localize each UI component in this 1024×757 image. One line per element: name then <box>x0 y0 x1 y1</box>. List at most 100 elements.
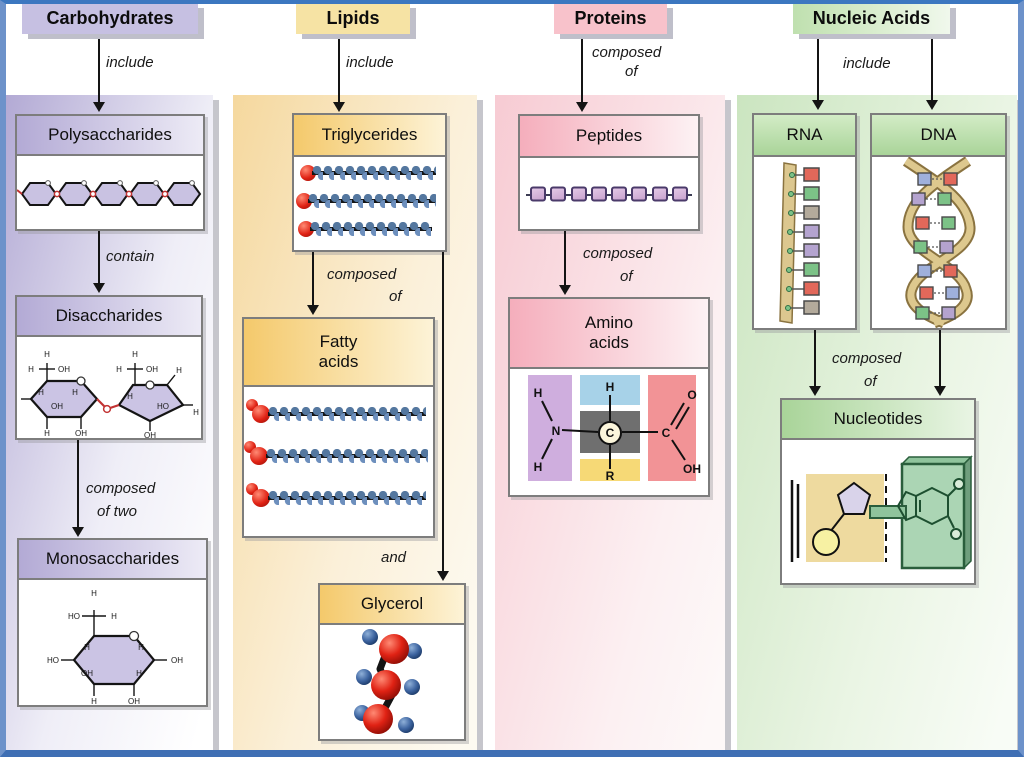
node-nucleotides: Nucleotides <box>780 398 976 585</box>
arrow-carbohydrates-include <box>98 34 100 102</box>
node-peptides: Peptides <box>518 114 700 231</box>
fatty-acids-line1: Fatty <box>319 332 358 351</box>
node-dna: DNA <box>870 113 1007 330</box>
chem-label: C <box>606 426 615 440</box>
chem-label: H <box>72 388 78 397</box>
fatty-acids-line2: acids <box>318 352 359 371</box>
glycerol-illustration <box>354 629 422 734</box>
header-proteins: Proteins <box>554 3 667 34</box>
label-contain: contain <box>106 248 155 265</box>
node-triglycerides: Triglycerides <box>292 113 447 252</box>
chem-label: H <box>91 589 97 598</box>
dna-illustration <box>902 156 976 329</box>
node-title-amino-acids: Amino acids <box>510 299 708 369</box>
chem-label: H <box>91 697 97 705</box>
header-nucleic-acids: Nucleic Acids <box>793 3 950 34</box>
node-title-monosaccharides: Monosaccharides <box>19 540 206 580</box>
arrow-di-composed-of-two <box>77 440 79 527</box>
node-title-dna: DNA <box>872 115 1005 157</box>
label-composed-nucleic-2: of <box>864 373 877 390</box>
header-lipids: Lipids <box>296 3 410 34</box>
chem-label: HO <box>157 402 169 411</box>
label-composed-of-two-1: composed <box>86 480 156 497</box>
label-include-carb: include <box>106 54 154 71</box>
node-title-rna: RNA <box>754 115 855 157</box>
node-title-nucleotides: Nucleotides <box>782 400 974 440</box>
chem-label: C <box>662 426 671 440</box>
chem-label: N <box>552 424 561 438</box>
node-title-polysaccharides: Polysaccharides <box>17 116 203 156</box>
label-composed-protein-top-2: of <box>625 63 638 80</box>
amino-acids-line2: acids <box>589 333 629 352</box>
chem-label: OH <box>683 462 701 476</box>
chem-label: R <box>606 469 615 483</box>
chem-label: OH <box>128 697 140 705</box>
node-polysaccharides: Polysaccharides <box>15 114 205 231</box>
label-composed-lipid-2: of <box>389 288 402 305</box>
monosaccharide-illustration: H HO H HO H OH H H OH H OH <box>47 589 183 706</box>
chem-label: H <box>127 392 133 401</box>
chem-label: H <box>84 643 90 652</box>
chem-label: H <box>111 612 117 621</box>
chem-label: OH <box>58 365 70 374</box>
node-title-glycerol: Glycerol <box>320 585 464 625</box>
header-carbohydrates: Carbohydrates <box>22 3 198 34</box>
peptide-chain-illustration <box>520 158 698 229</box>
rna-illustration <box>779 162 820 324</box>
arrow-lipids-include <box>338 34 340 102</box>
arrow-tri-to-glycerol <box>442 252 444 571</box>
label-composed-protein-1: composed <box>583 245 653 262</box>
chem-label: H <box>28 365 34 374</box>
disaccharide-illustration: H H H OH H OH H OH H H OH H HO OH H H <box>21 350 199 440</box>
chem-label: OH <box>51 402 63 411</box>
chem-label: H <box>44 429 50 438</box>
arrow-proteins-composed-of <box>581 34 583 102</box>
chem-label: HO <box>68 612 80 621</box>
node-title-disaccharides: Disaccharides <box>17 297 201 337</box>
triglyceride-illustration <box>294 157 445 250</box>
nucleotide-illustration <box>790 455 973 570</box>
chem-label: H <box>176 366 182 375</box>
chem-label: H <box>534 460 543 474</box>
chem-label: OH <box>144 431 156 438</box>
arrow-dna-to-nucleotides <box>939 330 941 386</box>
label-composed-protein-top-1: composed <box>592 44 662 61</box>
node-fatty-acids: Fatty acids <box>242 317 435 538</box>
fatty-acid-illustration <box>244 387 433 536</box>
label-composed-of-two-2: of two <box>97 503 138 520</box>
node-title-peptides: Peptides <box>520 116 698 158</box>
chem-label: H <box>38 388 44 397</box>
arrow-nucleic-to-dna <box>931 34 933 100</box>
label-composed-lipid-1: composed <box>327 266 397 283</box>
chem-label: OH <box>171 656 183 665</box>
chem-label: H <box>116 365 122 374</box>
chem-label: H <box>136 669 142 678</box>
chem-label: H <box>138 643 144 652</box>
chem-label: H <box>606 380 615 394</box>
label-include-nucleic: include <box>843 55 891 72</box>
chem-label: OH <box>81 669 93 678</box>
arrow-tri-to-fatty <box>312 252 314 305</box>
node-disaccharides: Disaccharides H <box>15 295 203 440</box>
label-composed-nucleic-1: composed <box>832 350 902 367</box>
node-glycerol: Glycerol <box>318 583 466 741</box>
node-title-fatty-acids: Fatty acids <box>244 319 433 387</box>
label-include-lipid: include <box>346 54 394 71</box>
chem-label: H <box>44 350 50 359</box>
amino-acid-illustration: H N H H C R C O OH <box>528 375 701 483</box>
chem-label: OH <box>146 365 158 374</box>
amino-acids-line1: Amino <box>584 313 634 332</box>
node-monosaccharides: Monosaccharides H HO H HO H OH H <box>17 538 208 707</box>
polysaccharide-illustration <box>16 180 202 206</box>
label-composed-protein-2: of <box>620 268 633 285</box>
chem-label: H <box>132 350 138 359</box>
chem-label: H <box>534 386 543 400</box>
label-and: and <box>381 549 407 566</box>
node-title-triglycerides: Triglycerides <box>294 115 445 157</box>
chem-label: H <box>193 408 199 417</box>
chem-label: OH <box>75 429 87 438</box>
chem-label: O <box>687 388 696 402</box>
arrow-rna-to-nucleotides <box>814 330 816 386</box>
node-rna: RNA <box>752 113 857 330</box>
